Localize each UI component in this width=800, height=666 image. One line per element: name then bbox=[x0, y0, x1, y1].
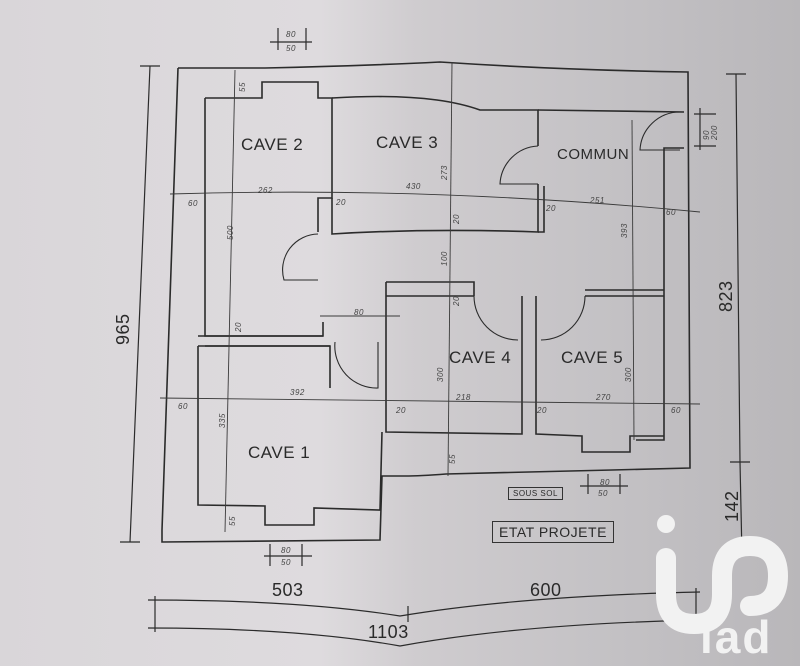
dim-label-503: 503 bbox=[272, 580, 304, 600]
room-label-cave3: CAVE 3 bbox=[376, 133, 439, 152]
dim-v-393: 393 bbox=[620, 223, 629, 238]
dim-row1-0: 60 bbox=[188, 199, 198, 208]
door-arc-cave1 bbox=[334, 341, 379, 389]
dim-row1-2: 20 bbox=[336, 198, 346, 207]
inner-wall-commun bbox=[537, 109, 685, 441]
plan-title: ETAT PROJETE bbox=[492, 521, 614, 543]
room-label-cave2: CAVE 2 bbox=[241, 135, 304, 154]
dim-row2-6: 60 bbox=[671, 406, 681, 415]
dim-v-55-mid: 55 bbox=[448, 454, 457, 464]
dim-v-300-cave5: 300 bbox=[624, 367, 633, 382]
dim-v-100: 100 bbox=[440, 251, 449, 266]
dim-bottom-bot bbox=[147, 619, 701, 647]
dim-row2-5: 270 bbox=[596, 393, 611, 402]
iad-brand-text: iad bbox=[700, 611, 773, 663]
dim-label-600: 600 bbox=[530, 580, 562, 600]
dim-row2-4: 20 bbox=[537, 406, 547, 415]
window-bottom-left-width: 80 bbox=[281, 546, 291, 555]
door-right-height: 200 bbox=[710, 125, 719, 140]
dim-row1-4: 20 bbox=[546, 204, 556, 213]
inner-wall-cave2 bbox=[204, 81, 333, 337]
inner-wall-cave5 bbox=[535, 289, 664, 453]
dim-v-273: 273 bbox=[440, 165, 449, 180]
window-bottom-left-height: 50 bbox=[281, 558, 291, 567]
dim-label-823: 823 bbox=[716, 280, 736, 312]
dim-v-20-a: 20 bbox=[452, 214, 461, 224]
dim-bottom-top bbox=[147, 591, 701, 617]
dim-line-row2 bbox=[159, 397, 701, 405]
window-bottom-right-height: 50 bbox=[598, 489, 608, 498]
door-arc-cave4 bbox=[473, 295, 519, 341]
dim-v-300-cave4: 300 bbox=[436, 367, 445, 382]
dim-823 bbox=[726, 73, 750, 463]
dim-label-965: 965 bbox=[113, 313, 133, 345]
inner-wall-cave3 bbox=[331, 95, 539, 235]
door-arc-cave5 bbox=[540, 295, 586, 341]
room-label-cave5: CAVE 5 bbox=[561, 348, 624, 367]
iad-logo-icon bbox=[656, 515, 789, 635]
door-arc-commun bbox=[499, 145, 539, 185]
window-top-width: 80 bbox=[286, 30, 296, 39]
dim-row1-3: 430 bbox=[406, 182, 421, 191]
dim-row1-5: 251 bbox=[590, 196, 605, 205]
inner-wall-cave4 bbox=[385, 281, 523, 435]
dim-small-wall: 80 bbox=[354, 308, 364, 317]
dim-v-20-b: 20 bbox=[452, 296, 461, 306]
dim-label-1103: 1103 bbox=[368, 622, 409, 642]
dim-v-500: 500 bbox=[226, 225, 235, 240]
room-label-cave1: CAVE 1 bbox=[248, 443, 311, 462]
window-top-height: 50 bbox=[286, 44, 296, 53]
dim-v-55-bottom: 55 bbox=[228, 516, 237, 526]
dim-row2-1: 392 bbox=[290, 388, 305, 397]
dim-v-20-c: 20 bbox=[234, 322, 243, 332]
window-bottom-right-width: 80 bbox=[600, 478, 610, 487]
dim-row1-6: 60 bbox=[666, 208, 676, 217]
door-arc-entry bbox=[639, 111, 681, 151]
room-label-cave4: CAVE 4 bbox=[449, 348, 512, 367]
dim-v-55-top: 55 bbox=[238, 82, 247, 92]
dim-row2-0: 60 bbox=[178, 402, 188, 411]
cave2-cave1-divider bbox=[198, 335, 330, 347]
door-arc-cave2 bbox=[282, 233, 319, 281]
dim-line-row1 bbox=[169, 191, 701, 213]
dim-row2-3: 218 bbox=[456, 393, 471, 402]
dim-row2-2: 20 bbox=[396, 406, 406, 415]
dim-v-335: 335 bbox=[218, 413, 227, 428]
dim-row1-1: 262 bbox=[258, 186, 273, 195]
outer-wall bbox=[161, 61, 691, 543]
room-label-commun: COMMUN bbox=[557, 146, 630, 163]
level-label: SOUS SOL bbox=[508, 487, 563, 500]
dim-965 bbox=[120, 65, 160, 543]
